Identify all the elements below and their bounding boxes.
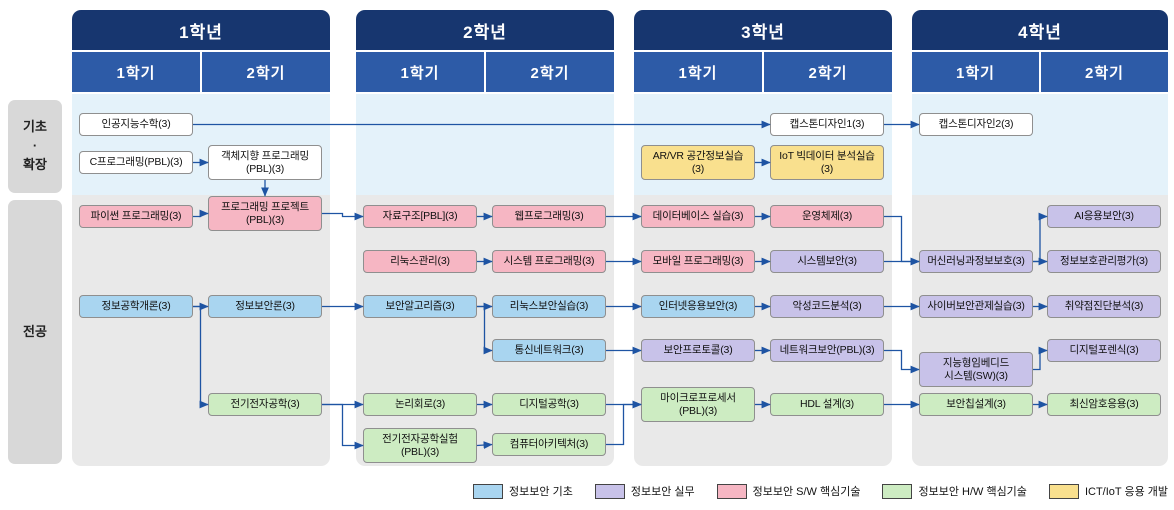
course-arvr: AR/VR 공간정보실습 (3)	[641, 145, 755, 180]
semester-header: 1학기	[912, 52, 1039, 92]
course-hdl: HDL 설계(3)	[770, 393, 884, 416]
course-web_prog: 웹프로그래밍(3)	[492, 205, 606, 228]
course-infosec_intro: 정보보안론(3)	[208, 295, 322, 318]
course-prog_project: 프로그래밍 프로젝트 (PBL)(3)	[208, 196, 322, 231]
course-inet_sec: 인터넷응용보안(3)	[641, 295, 755, 318]
course-sec_chip: 보안칩설계(3)	[919, 393, 1033, 416]
semester-header: 1학기	[72, 52, 200, 92]
legend-label-ict: ICT/IoT 응용 개발	[1084, 486, 1168, 498]
basic-extension-band	[356, 94, 614, 195]
legend-label-basic: 정보보안 기초	[509, 486, 573, 498]
legend-swatch-sw	[716, 483, 747, 499]
course-comp_arch: 컴퓨터아키텍처(3)	[492, 433, 606, 456]
semester-header: 1학기	[356, 52, 484, 92]
legend-swatch-basic	[473, 483, 504, 499]
basic-extension-band	[912, 94, 1168, 195]
legend-item-practice: 정보보안 실무	[594, 483, 695, 499]
course-python: 파이썬 프로그래밍(3)	[79, 205, 193, 228]
year-header: 1학년	[72, 10, 330, 50]
legend-swatch-ict	[1048, 483, 1079, 499]
course-c_prog: C프로그래밍(PBL)(3)	[79, 151, 193, 174]
course-ee: 전기전자공학(3)	[208, 393, 322, 416]
year-header: 3학년	[634, 10, 892, 50]
semester-header: 2학기	[202, 52, 330, 92]
legend: 정보보안 기초 정보보안 실무 정보보안 S/W 핵심기술 정보보안 H/W 핵심기술…	[473, 483, 1168, 499]
course-crypto: 최신암호응용(3)	[1047, 393, 1161, 416]
course-sys_prog: 시스템 프로그래밍(3)	[492, 250, 606, 273]
course-vuln: 취약점진단분석(3)	[1047, 295, 1161, 318]
legend-item-hw: 정보보안 H/W 핵심기술	[882, 483, 1027, 499]
year-header: 2학년	[356, 10, 614, 50]
semester-header: 2학기	[486, 52, 614, 92]
course-sec_mgmt: 정보보호관리평가(3)	[1047, 250, 1161, 273]
course-sys_sec: 시스템보안(3)	[770, 250, 884, 273]
row-label-major: 전공	[8, 200, 62, 464]
course-sec_proto: 보안프로토콜(3)	[641, 339, 755, 362]
major-band	[912, 195, 1168, 466]
legend-label-hw: 정보보안 H/W 핵심기술	[918, 486, 1027, 498]
course-db_lab: 데이터베이스 실습(3)	[641, 205, 755, 228]
legend-item-basic: 정보보안 기초	[473, 483, 573, 499]
course-data_struct: 자료구조[PBL](3)	[363, 205, 477, 228]
legend-label-practice: 정보보안 실무	[630, 486, 695, 498]
course-micro: 마이크로프로세서 (PBL)(3)	[641, 387, 755, 422]
course-linux_admin: 리눅스관리(3)	[363, 250, 477, 273]
semester-header: 1학기	[634, 52, 762, 92]
major-band	[72, 195, 330, 466]
course-intro_info: 정보공학개론(3)	[79, 295, 193, 318]
row-label-basic-extension: 기초 · 확장	[8, 100, 62, 193]
course-malware: 악성코드분석(3)	[770, 295, 884, 318]
course-iot_bigdata: IoT 빅데이터 분석실습 (3)	[770, 145, 884, 180]
year-header: 4학년	[912, 10, 1168, 50]
major-band	[356, 195, 614, 466]
course-os: 운영체제(3)	[770, 205, 884, 228]
course-capstone1: 캡스톤디자인1(3)	[770, 113, 884, 136]
course-ml_sec: 머신러닝과정보보호(3)	[919, 250, 1033, 273]
legend-item-ict: ICT/IoT 응용 개발	[1048, 483, 1168, 499]
course-capstone2: 캡스톤디자인2(3)	[919, 113, 1033, 136]
course-oop: 객체지향 프로그래밍 (PBL)(3)	[208, 145, 322, 180]
course-digital: 디지털공학(3)	[492, 393, 606, 416]
course-mobile: 모바일 프로그래밍(3)	[641, 250, 755, 273]
major-band	[634, 195, 892, 466]
course-linux_sec: 리눅스보안실습(3)	[492, 295, 606, 318]
course-ai_math: 인공지능수학(3)	[79, 113, 193, 136]
course-cyber_ops: 사이버보안관제실습(3)	[919, 295, 1033, 318]
course-forensic: 디지털포렌식(3)	[1047, 339, 1161, 362]
course-sec_algo: 보안알고리즘(3)	[363, 295, 477, 318]
legend-item-sw: 정보보안 S/W 핵심기술	[716, 483, 861, 499]
semester-header: 2학기	[764, 52, 892, 92]
course-embedded: 지능형임베디드 시스템(SW)(3)	[919, 352, 1033, 387]
course-ee_lab: 전기전자공학실험 (PBL)(3)	[363, 428, 477, 463]
legend-swatch-hw	[882, 483, 913, 499]
semester-header: 2학기	[1041, 52, 1168, 92]
course-logic: 논리회로(3)	[363, 393, 477, 416]
legend-label-sw: 정보보안 S/W 핵심기술	[752, 486, 861, 498]
course-comm_net: 통신네트워크(3)	[492, 339, 606, 362]
course-ai_sec: AI응용보안(3)	[1047, 205, 1161, 228]
legend-swatch-practice	[594, 483, 625, 499]
course-net_sec: 네트워크보안(PBL)(3)	[770, 339, 884, 362]
